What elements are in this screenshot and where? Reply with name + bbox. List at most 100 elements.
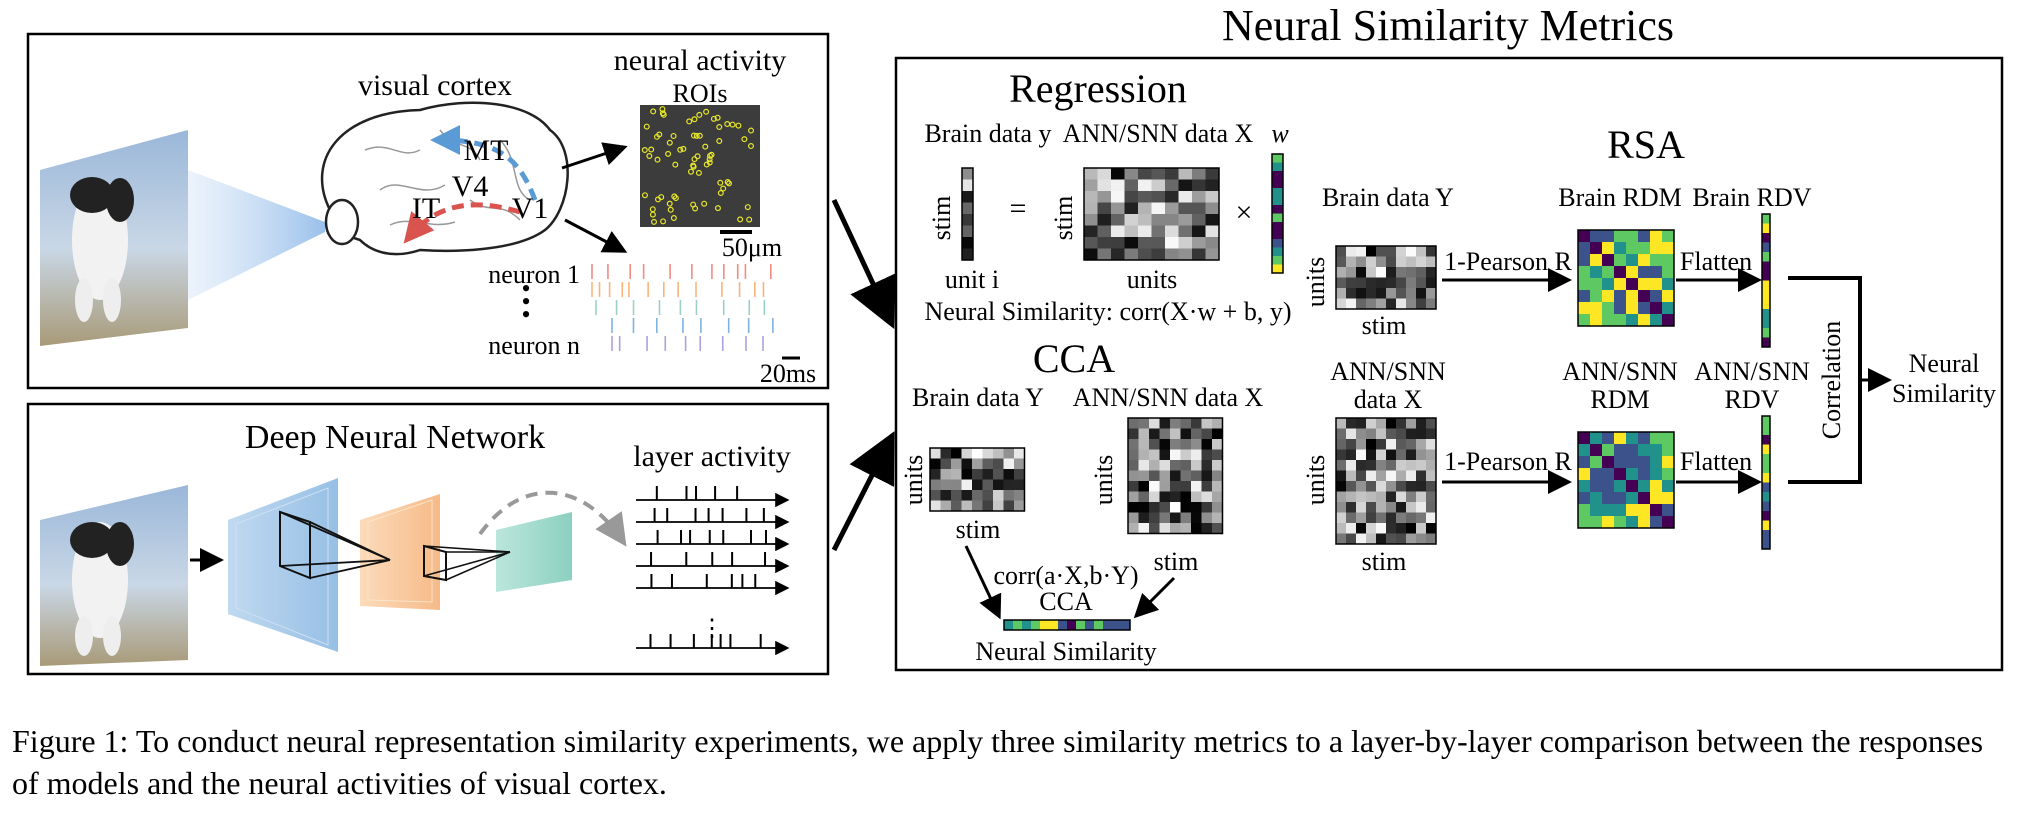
matrix-cell <box>1406 523 1416 534</box>
matrix-cell <box>1212 439 1223 450</box>
vector-cell <box>962 202 973 214</box>
rdm-cell <box>1626 468 1638 480</box>
matrix-cell <box>1336 428 1346 439</box>
matrix-cell <box>1386 277 1396 288</box>
matrix-cell <box>1386 449 1396 460</box>
matrix-cell <box>951 500 962 511</box>
matrix-cell <box>1396 439 1406 450</box>
matrix-cell <box>1336 523 1346 534</box>
matrix-cell <box>1124 248 1138 260</box>
cca-brain-matrix <box>929 447 1026 512</box>
cca-ann-label: ANN/SNN data X <box>1073 383 1264 412</box>
matrix-cell <box>1396 481 1406 492</box>
rdm-cell <box>1590 278 1602 290</box>
matrix-cell <box>1128 512 1139 523</box>
roi-dot <box>649 206 656 213</box>
visual-cortex-label: visual cortex <box>358 69 512 102</box>
rdm-cell <box>1602 302 1614 314</box>
rdm-cell <box>1590 314 1602 326</box>
rdm-cell <box>1662 444 1674 456</box>
rdm-cell <box>1662 302 1674 314</box>
matrix-cell <box>1426 246 1436 257</box>
roi-dot <box>716 138 723 145</box>
vector-cell <box>1272 188 1283 197</box>
matrix-cell <box>1097 237 1111 249</box>
matrix-cell <box>1386 418 1396 429</box>
matrix-cell <box>982 469 993 480</box>
matrix-cell <box>1366 288 1376 299</box>
matrix-cell <box>1201 512 1212 523</box>
rsa-ann-rdm <box>1577 431 1675 529</box>
roi-dot <box>691 116 698 123</box>
rdm-cell <box>1602 516 1614 528</box>
matrix-cell <box>1212 491 1223 502</box>
matrix-cell <box>1191 502 1202 513</box>
rdm-cell <box>1578 290 1590 302</box>
vector-cell <box>1762 520 1770 530</box>
reg-w-label: w <box>1271 119 1289 148</box>
matrix-cell <box>1165 214 1179 226</box>
rdm-cell <box>1638 516 1650 528</box>
matrix-cell <box>982 458 993 469</box>
matrix-cell <box>1336 481 1346 492</box>
matrix-cell <box>1192 225 1206 237</box>
matrix-cell <box>1178 168 1192 180</box>
matrix-cell <box>1366 418 1376 429</box>
matrix-cell <box>1366 267 1376 278</box>
matrix-cell <box>1159 523 1170 534</box>
rdm-cell <box>1590 480 1602 492</box>
roi-dot <box>656 131 663 138</box>
rdm-cell <box>1662 504 1674 516</box>
rdm-cell <box>1638 444 1650 456</box>
matrix-cell <box>1416 533 1426 544</box>
roi-dot <box>725 180 732 187</box>
rdm-cell <box>1590 254 1602 266</box>
matrix-cell <box>1336 246 1346 257</box>
matrix-cell <box>1178 248 1192 260</box>
rdm-cell <box>1650 480 1662 492</box>
matrix-cell <box>982 448 993 459</box>
matrix-cell <box>1165 168 1179 180</box>
rdm-cell <box>1662 278 1674 290</box>
matrix-cell <box>1376 246 1386 257</box>
matrix-cell <box>1159 439 1170 450</box>
matrix-cell <box>1149 502 1160 513</box>
layer-activity-label: layer activity <box>633 440 790 473</box>
rsa-pearson-1: 1-Pearson R <box>1444 247 1572 276</box>
rsa-title: RSA <box>1607 122 1685 167</box>
matrix-cell <box>1406 298 1416 309</box>
matrix-cell <box>1356 512 1366 523</box>
matrix-cell <box>1396 298 1406 309</box>
vector-cell <box>962 191 973 203</box>
rdm-cell <box>1602 278 1614 290</box>
matrix-cell <box>1138 460 1149 471</box>
matrix-cell <box>1097 248 1111 260</box>
matrix-cell <box>1191 523 1202 534</box>
roi-dot <box>717 179 724 186</box>
matrix-cell <box>940 479 951 490</box>
scale-ms-label: 20ms <box>760 359 816 388</box>
matrix-cell <box>1124 214 1138 226</box>
rdm-cell <box>1662 432 1674 444</box>
rdm-cell <box>1578 242 1590 254</box>
rdm-cell <box>1590 266 1602 278</box>
rdm-cell <box>1626 504 1638 516</box>
vector-cell <box>1762 444 1770 454</box>
roi-dot <box>641 192 648 199</box>
matrix-cell <box>1376 502 1386 513</box>
matrix-cell <box>1386 460 1396 471</box>
matrix-cell <box>1149 491 1160 502</box>
matrix-cell <box>1366 470 1376 481</box>
matrix-cell <box>1180 491 1191 502</box>
roi-dot <box>643 123 650 130</box>
brain-to-spikes-arrow <box>564 218 628 253</box>
matrix-cell <box>1205 191 1219 203</box>
scale-um-label: 50μm <box>722 233 782 262</box>
vector-cell <box>1272 205 1283 214</box>
rdm-cell <box>1650 456 1662 468</box>
rsa-brain-stim-label: stim <box>1362 311 1407 340</box>
vector-border <box>1003 619 1131 631</box>
matrix-cell <box>1128 439 1139 450</box>
matrix-cell <box>1386 428 1396 439</box>
matrix-cell <box>1128 502 1139 513</box>
